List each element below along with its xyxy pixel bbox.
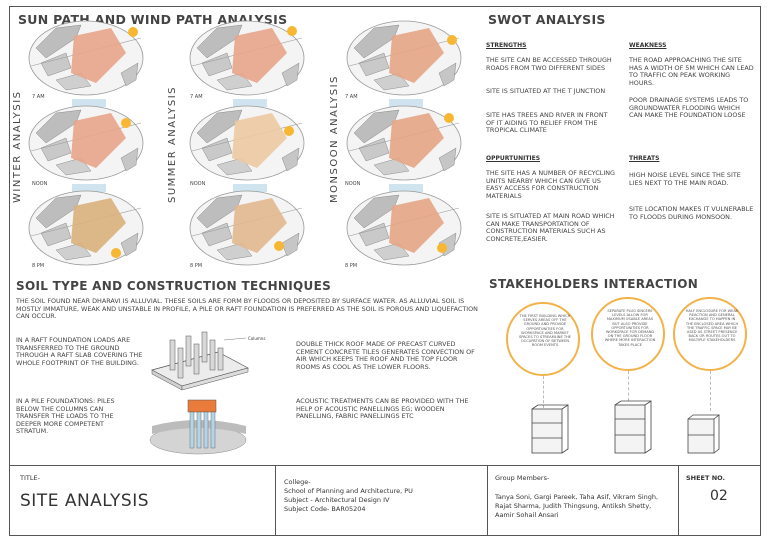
site-plot — [71, 113, 126, 168]
site-views — [28, 20, 462, 266]
acoustic-text: ACOUSTIC TREATMENTS CAN BE PROVIDED WITH… — [296, 397, 469, 421]
time-label-7am: 7 AM — [190, 94, 203, 100]
threats-item: SITE LOCATION MAKES IT VULNERABLE TO FLO… — [629, 205, 754, 221]
wind-connector — [72, 99, 106, 107]
wind-connector — [72, 184, 106, 192]
time-label-noon: NOON — [190, 181, 206, 187]
sun-icon — [437, 243, 447, 253]
sun-icon — [128, 27, 138, 37]
stakeholder-bubble-text: HALF ENCLOSURE FOR WEAK REACTION AND GEN… — [685, 309, 739, 343]
subject: Subject - Architectural Design IV — [284, 496, 390, 504]
opportunities-item: SITE IS SITUATED AT MAIN ROAD WHICH CAN … — [486, 212, 615, 243]
strengths-item: SITE IS SITUATED AT THE T JUNCTION — [486, 87, 606, 95]
strengths-item: THE SITE CAN BE ACCESSED THROUGH ROADS F… — [486, 56, 612, 72]
time-label-8pm: 8 PM — [345, 263, 358, 269]
wind-connector — [233, 99, 267, 107]
sun-icon — [444, 113, 454, 123]
site-plot — [232, 28, 287, 83]
stakeholder-buildings — [531, 400, 720, 454]
site-plot — [232, 113, 287, 168]
connector-line — [543, 376, 544, 408]
soil-intro: THE SOIL FOUND NEAR DHARAVI IS ALLUVIAL.… — [16, 297, 478, 321]
soil-title: SOIL TYPE AND CONSTRUCTION TECHNIQUES — [16, 279, 332, 293]
connector-line — [628, 371, 629, 401]
pile-foundation-text: IN A PILE FOUNDATIONS: PILES BELOW THE C… — [16, 397, 115, 436]
sun-icon — [111, 248, 121, 258]
sun-icon — [121, 118, 131, 128]
opportunities-item: THE SITE HAS A NUMBER OF RECYCLING UNITS… — [486, 169, 615, 200]
subject-code: Subject Code- BAR05204 — [284, 505, 366, 513]
sun-icon — [447, 35, 457, 45]
title-block-divider — [275, 465, 276, 536]
foundation-diagrams: Columns — [149, 331, 265, 455]
group-members: Tanya Soni, Gargi Pareek, Taha Asif, Vik… — [495, 493, 659, 519]
weakness-item: THE ROAD APPROACHING THE SITE HAS A WIDT… — [629, 56, 754, 87]
columns-label: Columns — [248, 336, 265, 341]
site-plot — [71, 28, 126, 83]
sheet-number: 02 — [710, 488, 728, 504]
time-label-noon: NOON — [345, 181, 361, 187]
site-plot — [232, 198, 287, 253]
weakness-item: POOR DRAINAGE SYSTEMS LEADS TO GROUNDWAT… — [629, 96, 749, 120]
threats-item: HIGH NOISE LEVEL SINCE THE SITE LIES NEX… — [629, 171, 741, 187]
title-block-top-line — [9, 465, 761, 466]
opportunities-heading: OPPURTUNITIES — [486, 155, 541, 162]
wind-connector — [389, 184, 423, 192]
threats-heading: THREATS — [629, 155, 660, 162]
roof-text: DOUBLE THICK ROOF MADE OF PRECAST CURVED… — [296, 340, 475, 371]
swot-title: SWOT ANALYSIS — [488, 12, 606, 27]
strengths-heading: STRENGTHS — [486, 42, 527, 49]
stakeholder-bubble-text: SEPARATE PLUG SINCERE LEVELS ALLOW FOR M… — [604, 309, 656, 347]
wind-connector — [389, 99, 423, 107]
site-plot — [71, 198, 126, 253]
college-label: College- — [284, 478, 311, 486]
weakness-heading: WEAKNESS — [629, 42, 667, 49]
stakeholders-title: STAKEHOLDERS INTERACTION — [489, 277, 699, 291]
site-plot — [389, 113, 444, 168]
connector-line — [710, 371, 711, 411]
strengths-item: SITE HAS TREES AND RIVER IN FRONT OF IT … — [486, 111, 608, 135]
group-members-label: Group Members- — [495, 474, 550, 482]
stakeholder-bubble: HALF ENCLOSURE FOR WEAK REACTION AND GEN… — [673, 297, 747, 371]
sun-icon — [287, 26, 297, 36]
stakeholder-bubble-text: THE FIRST BUILDING WHICH SERVES AREAS OF… — [518, 314, 572, 348]
stakeholder-bubble: THE FIRST BUILDING WHICH SERVES AREAS OF… — [506, 302, 580, 376]
stakeholder-bubble: SEPARATE PLUG SINCERE LEVELS ALLOW FOR M… — [591, 297, 665, 371]
site-plot — [389, 28, 444, 83]
raft-foundation-text: IN A RAFT FOUNDATION LOADS ARE TRANSFERR… — [16, 336, 143, 367]
sheet-title: SITE ANALYSIS — [20, 491, 150, 511]
sun-icon — [284, 126, 294, 136]
time-label-7am: 7 AM — [345, 94, 358, 100]
wind-connector — [233, 184, 267, 192]
time-label-7am: 7 AM — [32, 94, 45, 100]
title-label: TITLE- — [20, 474, 40, 482]
time-label-8pm: 8 PM — [32, 263, 45, 269]
title-block-divider — [487, 465, 488, 536]
time-label-8pm: 8 PM — [190, 263, 203, 269]
sun-icon — [274, 241, 284, 251]
site-plot — [389, 198, 444, 253]
sheet-number-label: SHEET NO. — [686, 474, 725, 482]
sheet-border — [9, 6, 761, 536]
title-block-divider — [678, 465, 679, 536]
time-label-noon: NOON — [32, 181, 48, 187]
college-name: School of Planning and Architecture, PU — [284, 487, 413, 495]
